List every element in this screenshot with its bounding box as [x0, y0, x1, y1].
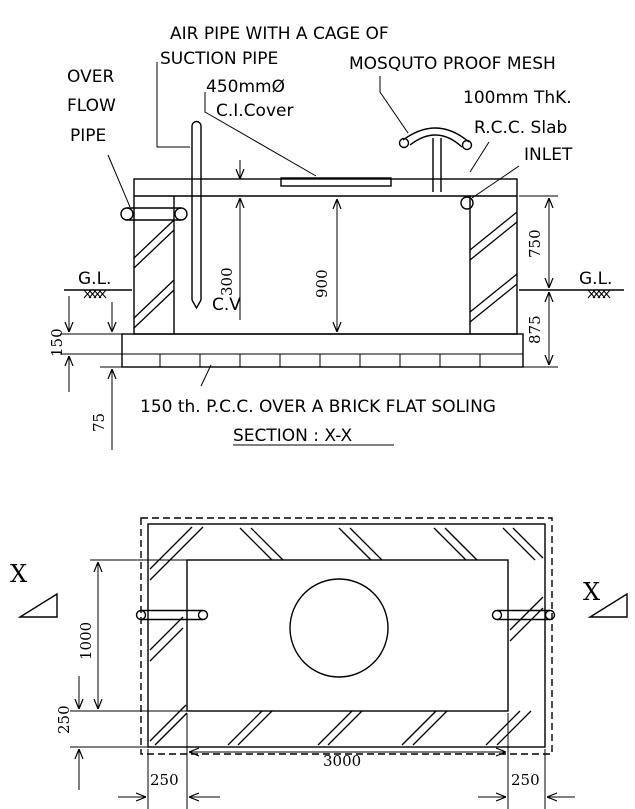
- plan-outer-wall: [147, 523, 546, 748]
- label-air-pipe-2: MOSQUTO PROOF MESH: [349, 54, 556, 74]
- label-gl-right: G.L.: [579, 269, 612, 289]
- plan-dim-label-250-vertical: 250: [55, 705, 73, 734]
- ci-cover-plate: [280, 177, 392, 187]
- plan-inner-chamber: [186, 559, 509, 712]
- plan-dim-label-250-left: 250: [150, 771, 179, 789]
- label-gl-left: G.L.: [78, 269, 111, 289]
- plan-dim-label-1000: 1000: [77, 622, 95, 660]
- dim-label-75: 75: [90, 413, 108, 432]
- plan-dashed-outline: [140, 517, 553, 755]
- wall-hatching-left: [133, 219, 175, 329]
- label-cover-size: 450mmØ: [206, 77, 285, 97]
- plan-pipe-left: [135, 609, 209, 621]
- label-overflow-2: FLOW: [67, 96, 116, 116]
- label-suction-pipe: SUCTION PIPE: [160, 49, 278, 69]
- ground-level-left: [64, 289, 132, 299]
- dim-150-75: [60, 296, 122, 450]
- dim-label-750: 750: [526, 229, 544, 258]
- brick-soling-joints: [159, 354, 481, 367]
- section-marker-right: X: [583, 578, 628, 618]
- inlet-pipe: [460, 196, 474, 210]
- dim-label-300: 300: [218, 267, 236, 296]
- label-cover-type: C.I.Cover: [216, 101, 293, 121]
- ground-level-right: [519, 289, 624, 299]
- label-slab-thickness: 100mm ThK.: [463, 88, 572, 108]
- plan-dim-250-horizontal: [118, 749, 575, 809]
- plan-view: X X 1000 250: [10, 517, 628, 809]
- section-view: AIR PIPE WITH A CAGE OF SUCTION PIPE MOS…: [48, 24, 624, 450]
- suction-pipe: [191, 120, 202, 310]
- label-overflow-1: OVER: [67, 67, 114, 87]
- air-pipe: [398, 127, 473, 192]
- label-slab-type: R.C.C. Slab: [474, 118, 567, 138]
- plan-dim-250-vertical: [70, 676, 148, 790]
- label-cv: C.V: [212, 295, 241, 315]
- base-footing: [121, 333, 524, 368]
- label-inlet: INLET: [524, 145, 573, 165]
- plan-dim-label-250-right: 250: [511, 771, 540, 789]
- section-marker-right-label: X: [583, 578, 600, 606]
- dim-label-875: 875: [526, 315, 544, 344]
- leader-lines: [107, 62, 520, 387]
- plan-pipe-right: [491, 609, 556, 621]
- plan-hatching: [149, 526, 544, 746]
- plan-manhole-cover: [289, 578, 389, 678]
- plan-dim-1000: [70, 559, 187, 712]
- dim-875: [523, 292, 558, 368]
- section-title: SECTION : X-X: [233, 426, 353, 446]
- label-overflow-3: PIPE: [70, 126, 106, 146]
- overflow-pipe: [120, 207, 188, 221]
- dim-label-900: 900: [313, 269, 331, 298]
- label-air-pipe-1: AIR PIPE WITH A CAGE OF: [170, 24, 389, 44]
- section-marker-left: X: [10, 560, 58, 618]
- dim-750: [519, 195, 558, 291]
- section-marker-left-label: X: [10, 560, 27, 588]
- dim-label-150: 150: [48, 328, 66, 357]
- label-base-note: 150 th. P.C.C. OVER A BRICK FLAT SOLING: [140, 397, 496, 417]
- plan-dim-3000: [186, 713, 509, 809]
- wall-hatching-right: [469, 211, 518, 323]
- plan-dim-label-3000: 3000: [323, 752, 361, 770]
